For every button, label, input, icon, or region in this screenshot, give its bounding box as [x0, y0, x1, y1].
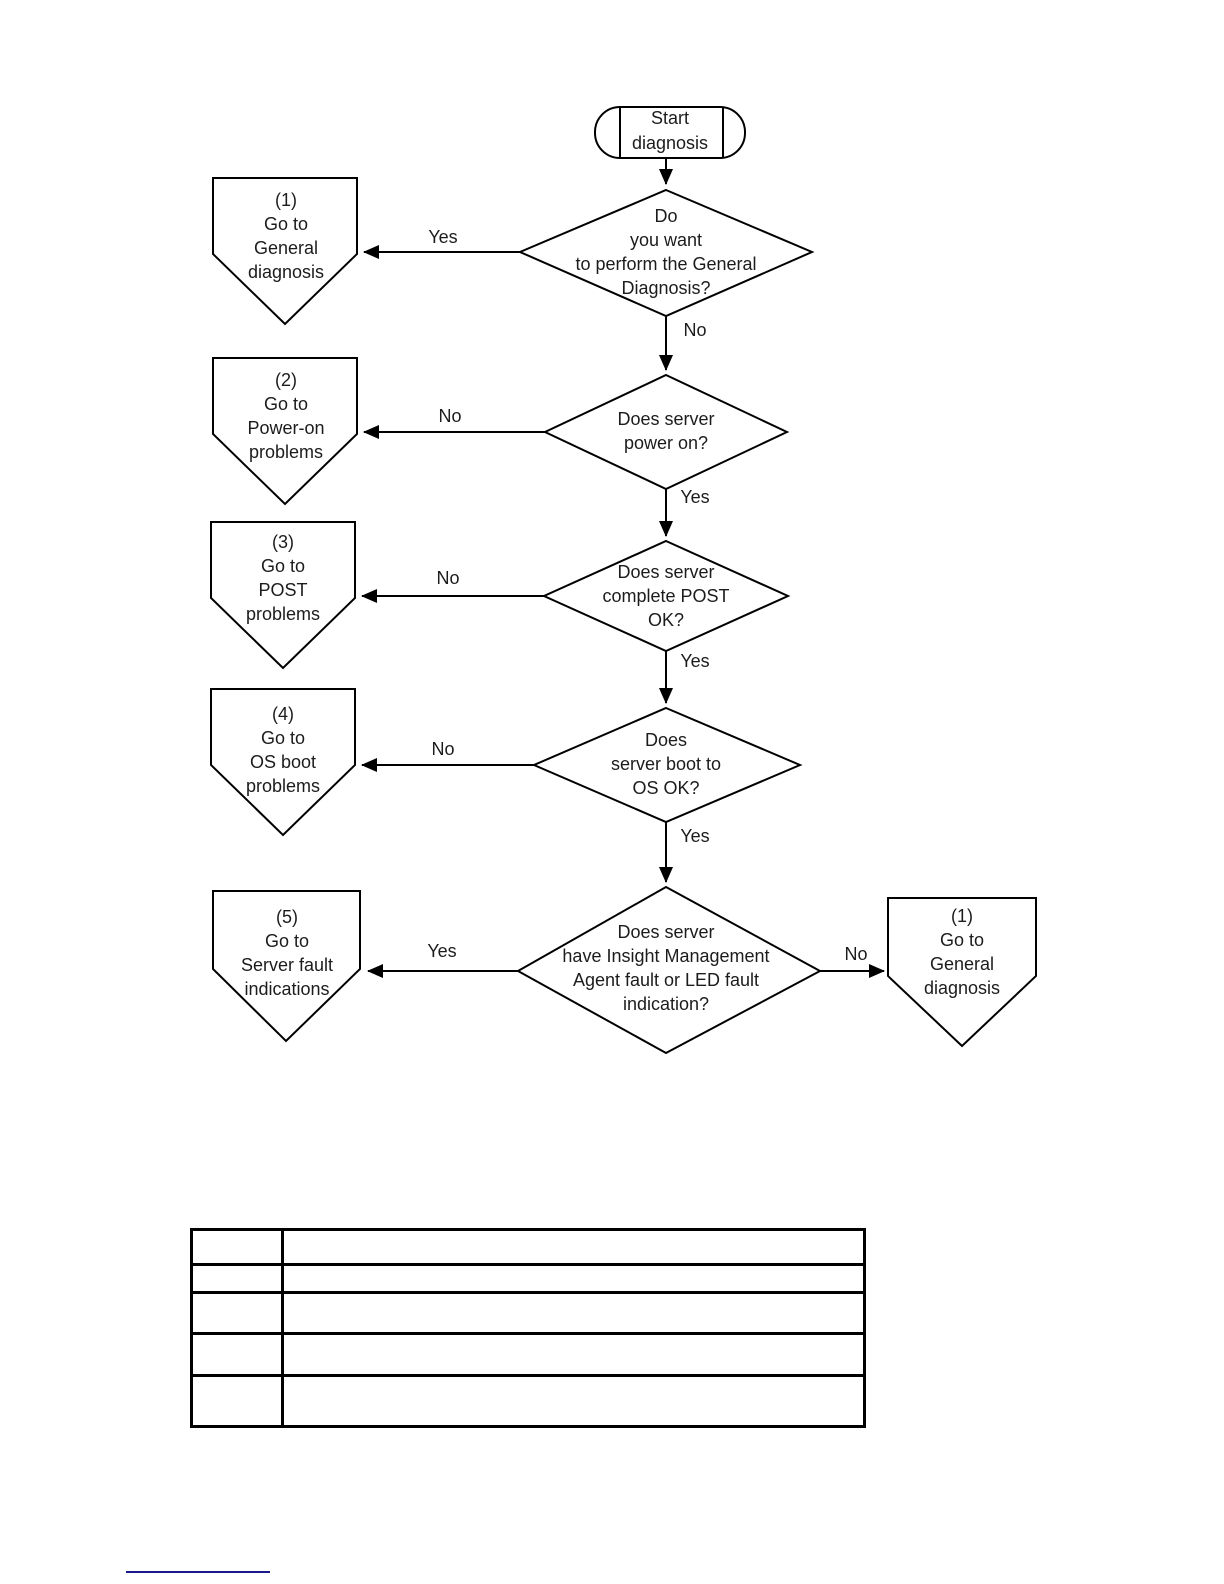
edge-label-fault-no: No	[844, 944, 868, 964]
edge-label-general-no: No	[683, 320, 707, 340]
connector-post-problems-label: (3) Go to POST problems	[245, 532, 321, 624]
table-cell	[193, 1263, 281, 1291]
connector-server-fault-indications-label: (5) Go to Server fault indications	[240, 907, 334, 999]
legend-table	[190, 1228, 866, 1428]
connector-general-diagnosis-left-label: (1) Go to General diagnosis	[247, 190, 325, 282]
connector-os-boot-problems-label: (4) Go to OS boot problems	[245, 704, 321, 796]
footer-link-rule[interactable]	[126, 1571, 270, 1573]
start-terminator-label: Start diagnosis	[631, 108, 709, 153]
connector-power-on-problems-shape	[212, 357, 358, 506]
connector-general-diagnosis-right-label: (1) Go to General diagnosis	[923, 906, 1001, 998]
table-cell	[193, 1332, 281, 1374]
edge-label-power-on-yes: Yes	[680, 487, 710, 507]
edge-label-power-on-no: No	[438, 406, 462, 426]
table-cell	[281, 1374, 863, 1425]
decision-general-diagnosis-label: Do you want to perform the General Diagn…	[575, 206, 757, 298]
decision-power-on-label: Does server power on?	[617, 409, 715, 453]
connector-general-diagnosis-left-shape	[212, 177, 358, 326]
table-cell	[281, 1291, 863, 1332]
table-cell	[193, 1374, 281, 1425]
decision-os-boot-label: Does server boot to OS OK?	[610, 730, 722, 798]
table-cell	[281, 1332, 863, 1374]
edge-label-general-yes: Yes	[428, 227, 458, 247]
connector-server-fault-indications-shape	[212, 890, 361, 1043]
connector-post-problems-shape	[210, 521, 356, 670]
connector-power-on-problems-label: (2) Go to Power-on problems	[247, 370, 325, 462]
edge-label-post-no: No	[436, 568, 460, 588]
edge-label-os-boot-no: No	[431, 739, 455, 759]
start-terminator-shape	[594, 106, 746, 159]
table-cell	[281, 1263, 863, 1291]
decision-fault-indication-shape	[515, 885, 823, 1055]
table-cell	[193, 1291, 281, 1332]
edge-label-os-boot-yes: Yes	[680, 826, 710, 846]
edge-label-fault-yes: Yes	[427, 941, 457, 961]
decision-fault-indication-label: Does server have Insight Management Agen…	[562, 922, 770, 1014]
edge-label-post-yes: Yes	[680, 651, 710, 671]
decision-post-label: Does server complete POST OK?	[602, 562, 730, 630]
table-cell	[281, 1231, 863, 1263]
connector-general-diagnosis-right-shape	[887, 897, 1037, 1048]
table-cell	[193, 1231, 281, 1263]
connector-os-boot-problems-shape	[210, 688, 356, 837]
